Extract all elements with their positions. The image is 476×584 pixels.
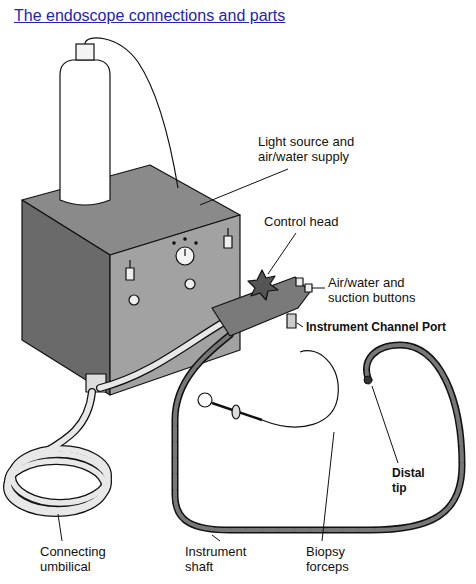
angulation-wheel — [248, 270, 278, 300]
dial — [176, 247, 194, 265]
page-title: The endoscope connections and parts — [14, 6, 285, 26]
part-label: Instrument shaft — [185, 544, 265, 574]
bottle-cap — [76, 44, 94, 60]
umbilical-coil — [12, 449, 108, 503]
dial-dot — [184, 238, 186, 240]
part-label: Instrument Channel Port — [306, 320, 446, 335]
forceps-wire — [262, 351, 338, 427]
part-label: Distal tip — [392, 466, 438, 496]
instrument-shaft — [175, 335, 462, 530]
dial-pointer — [184, 249, 185, 256]
umbilical-coil — [7, 461, 105, 513]
part-label: Light source and air/water supply — [258, 134, 370, 164]
leader-line — [322, 432, 334, 541]
connecting-umbilical — [7, 322, 224, 513]
suction-button — [305, 284, 312, 292]
forceps-handle — [212, 403, 262, 420]
dial-dot — [173, 242, 175, 244]
part-label: Air/water and suction buttons — [328, 275, 436, 305]
shaft-tube — [175, 335, 462, 530]
part-label: Connecting umbilical — [40, 544, 125, 574]
button — [129, 295, 139, 305]
toggle-switch — [224, 236, 232, 248]
leader-line — [372, 386, 398, 463]
forceps-spool — [232, 405, 240, 419]
leader-line — [200, 169, 288, 205]
part-label: Control head — [264, 214, 338, 229]
biopsy-forceps — [198, 351, 338, 427]
leader-lines — [58, 169, 398, 541]
toggle-lever — [129, 260, 130, 268]
leader-line — [58, 514, 62, 541]
umbilical-tube — [40, 392, 92, 455]
air-water-button — [296, 278, 303, 286]
forceps-ring — [198, 393, 212, 407]
toggle-switch — [126, 268, 134, 280]
leader-line — [312, 288, 325, 289]
box-side — [22, 200, 110, 395]
button — [185, 279, 195, 289]
leader-line — [268, 233, 296, 274]
dial-dot — [195, 242, 197, 244]
leader-line — [212, 535, 220, 541]
leader-line — [297, 323, 303, 327]
control-head — [212, 270, 312, 336]
distal-tip-end — [364, 376, 372, 384]
water-tube — [85, 38, 178, 188]
part-label: Biopsy forceps — [306, 544, 366, 574]
toggle-lever — [227, 228, 228, 236]
bottle-body — [60, 60, 110, 205]
light-source-box — [22, 165, 240, 395]
channel-port — [287, 314, 296, 328]
water-bottle — [60, 38, 178, 205]
